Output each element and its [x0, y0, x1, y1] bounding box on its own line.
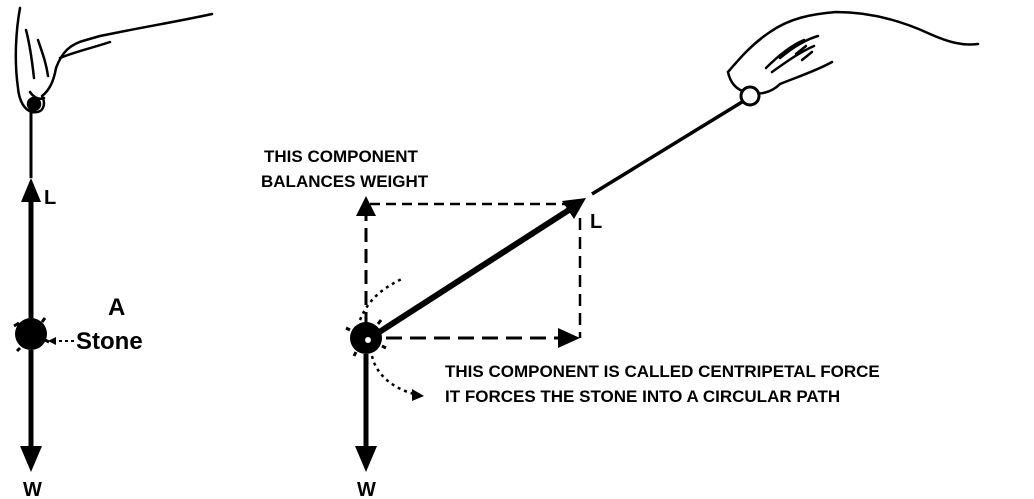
vertical-component-arrowhead	[356, 196, 376, 216]
stone-word-label: Stone	[76, 328, 143, 355]
stone-letter-label: A	[108, 294, 125, 321]
tension-arrowhead	[562, 198, 586, 219]
vertical-component-caption-line2: BALANCES WEIGHT	[261, 172, 429, 191]
vertical-component-caption-line1: THIS COMPONENT	[264, 147, 419, 166]
left-figure: L W A Stone	[13, 6, 214, 499]
circular-path-upper	[358, 276, 405, 321]
right-hand-icon	[726, 10, 980, 107]
circular-path-lower	[370, 355, 415, 396]
left-lift-label: L	[44, 187, 56, 209]
circular-path-arrowhead	[412, 389, 424, 401]
horizontal-component-arrowhead	[558, 328, 580, 348]
left-weight-arrowhead	[20, 446, 42, 472]
left-stone-icon	[13, 317, 50, 353]
stone-pointer-arrowhead	[48, 337, 56, 345]
left-weight-label: W	[23, 479, 42, 499]
right-weight-label: W	[357, 479, 376, 499]
right-stone-icon	[345, 319, 387, 357]
right-figure: L W THIS COMPONENT BALANCES WEIGHT THIS …	[261, 10, 980, 499]
horizontal-component-caption-line2: IT FORCES THE STONE INTO A CIRCULAR PATH	[445, 387, 840, 406]
right-string	[591, 100, 743, 196]
left-hand-icon	[14, 6, 214, 114]
tension-label: L	[590, 211, 602, 233]
horizontal-component-caption-line1: THIS COMPONENT IS CALLED CENTRIPETAL FOR…	[445, 362, 880, 381]
tension-arrow	[368, 205, 574, 341]
right-weight-arrowhead	[355, 446, 377, 472]
left-lift-arrowhead	[21, 178, 41, 202]
